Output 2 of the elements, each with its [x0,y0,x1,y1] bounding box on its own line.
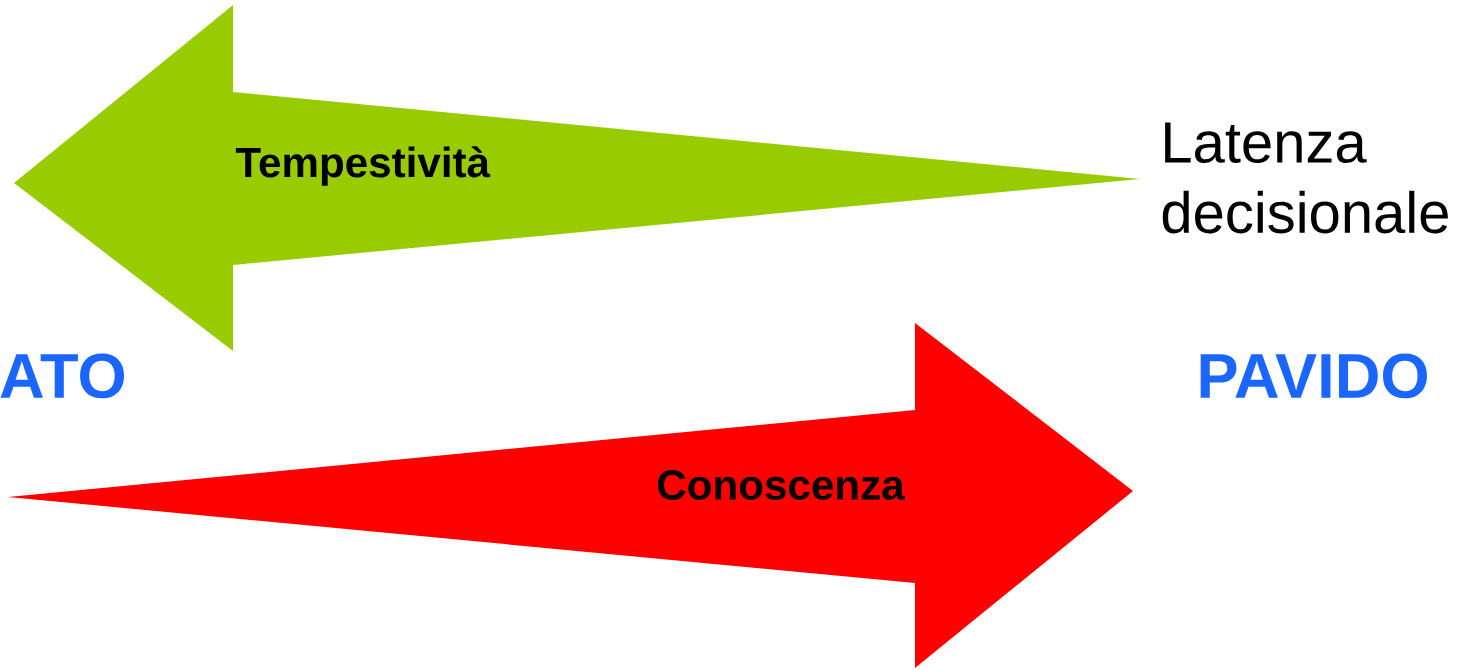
axis-label: Latenza decisionale [1162,122,1448,234]
pole-label: PAVIDO [1200,353,1427,399]
